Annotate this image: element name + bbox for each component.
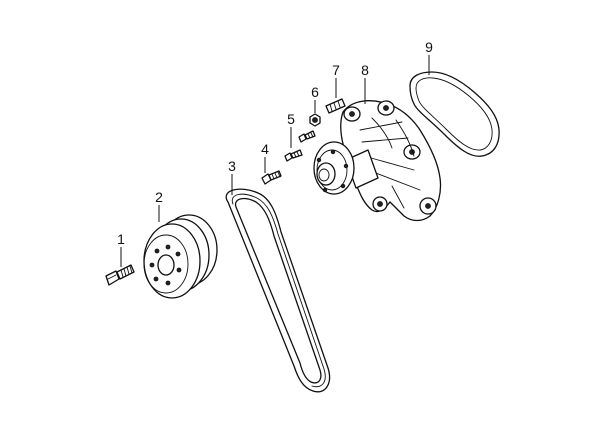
callout-2: 2 xyxy=(155,189,163,205)
part-3-belt xyxy=(225,188,331,393)
part-5-bolts xyxy=(284,130,316,162)
callout-1: 1 xyxy=(117,231,125,247)
callout-8: 8 xyxy=(361,62,369,78)
callout-9: 9 xyxy=(425,39,433,55)
part-2-pulley xyxy=(143,214,218,299)
callout-5: 5 xyxy=(287,111,295,127)
callout-3: 3 xyxy=(228,158,236,174)
part-4-bolt xyxy=(261,170,282,185)
callout-6: 6 xyxy=(311,84,319,100)
part-9-gasket xyxy=(409,71,500,157)
part-8-water-pump xyxy=(313,100,442,222)
callout-4: 4 xyxy=(261,141,269,157)
part-1-bolt xyxy=(105,264,135,286)
part-6-nut xyxy=(309,113,321,127)
callout-7: 7 xyxy=(332,62,340,78)
part-7-stud xyxy=(325,98,346,114)
